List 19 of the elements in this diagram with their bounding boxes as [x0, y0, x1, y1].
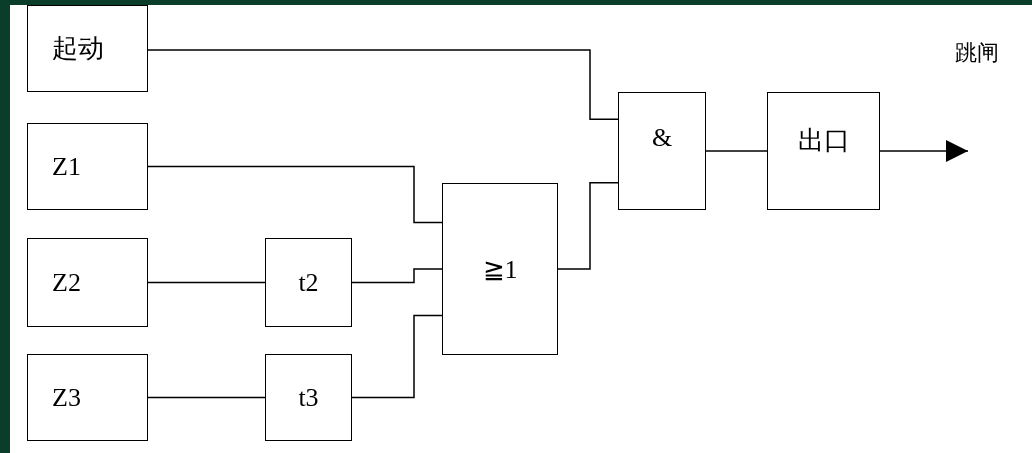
- connector-line: [147, 49, 619, 120]
- logic-box: t3: [265, 354, 352, 441]
- connector-line: [147, 165, 443, 224]
- logic-box: Z2: [27, 238, 148, 327]
- connector-line: [351, 314, 443, 399]
- connector-line: [147, 281, 266, 284]
- output-label: 跳闸: [955, 39, 999, 67]
- logic-box: 起动: [27, 5, 148, 92]
- arrow: [879, 140, 969, 162]
- connector-line: [351, 268, 443, 284]
- connector-line: [557, 182, 619, 270]
- logic-box: Z3: [27, 354, 148, 441]
- logic-box: t2: [265, 238, 352, 327]
- and-gate-box: &: [618, 92, 706, 210]
- logic-box: Z1: [27, 123, 148, 210]
- connector-line: [147, 396, 266, 399]
- logic-box: 出口: [767, 92, 880, 210]
- connector-line: [705, 150, 768, 152]
- or-gate-box: ≧1: [442, 183, 558, 355]
